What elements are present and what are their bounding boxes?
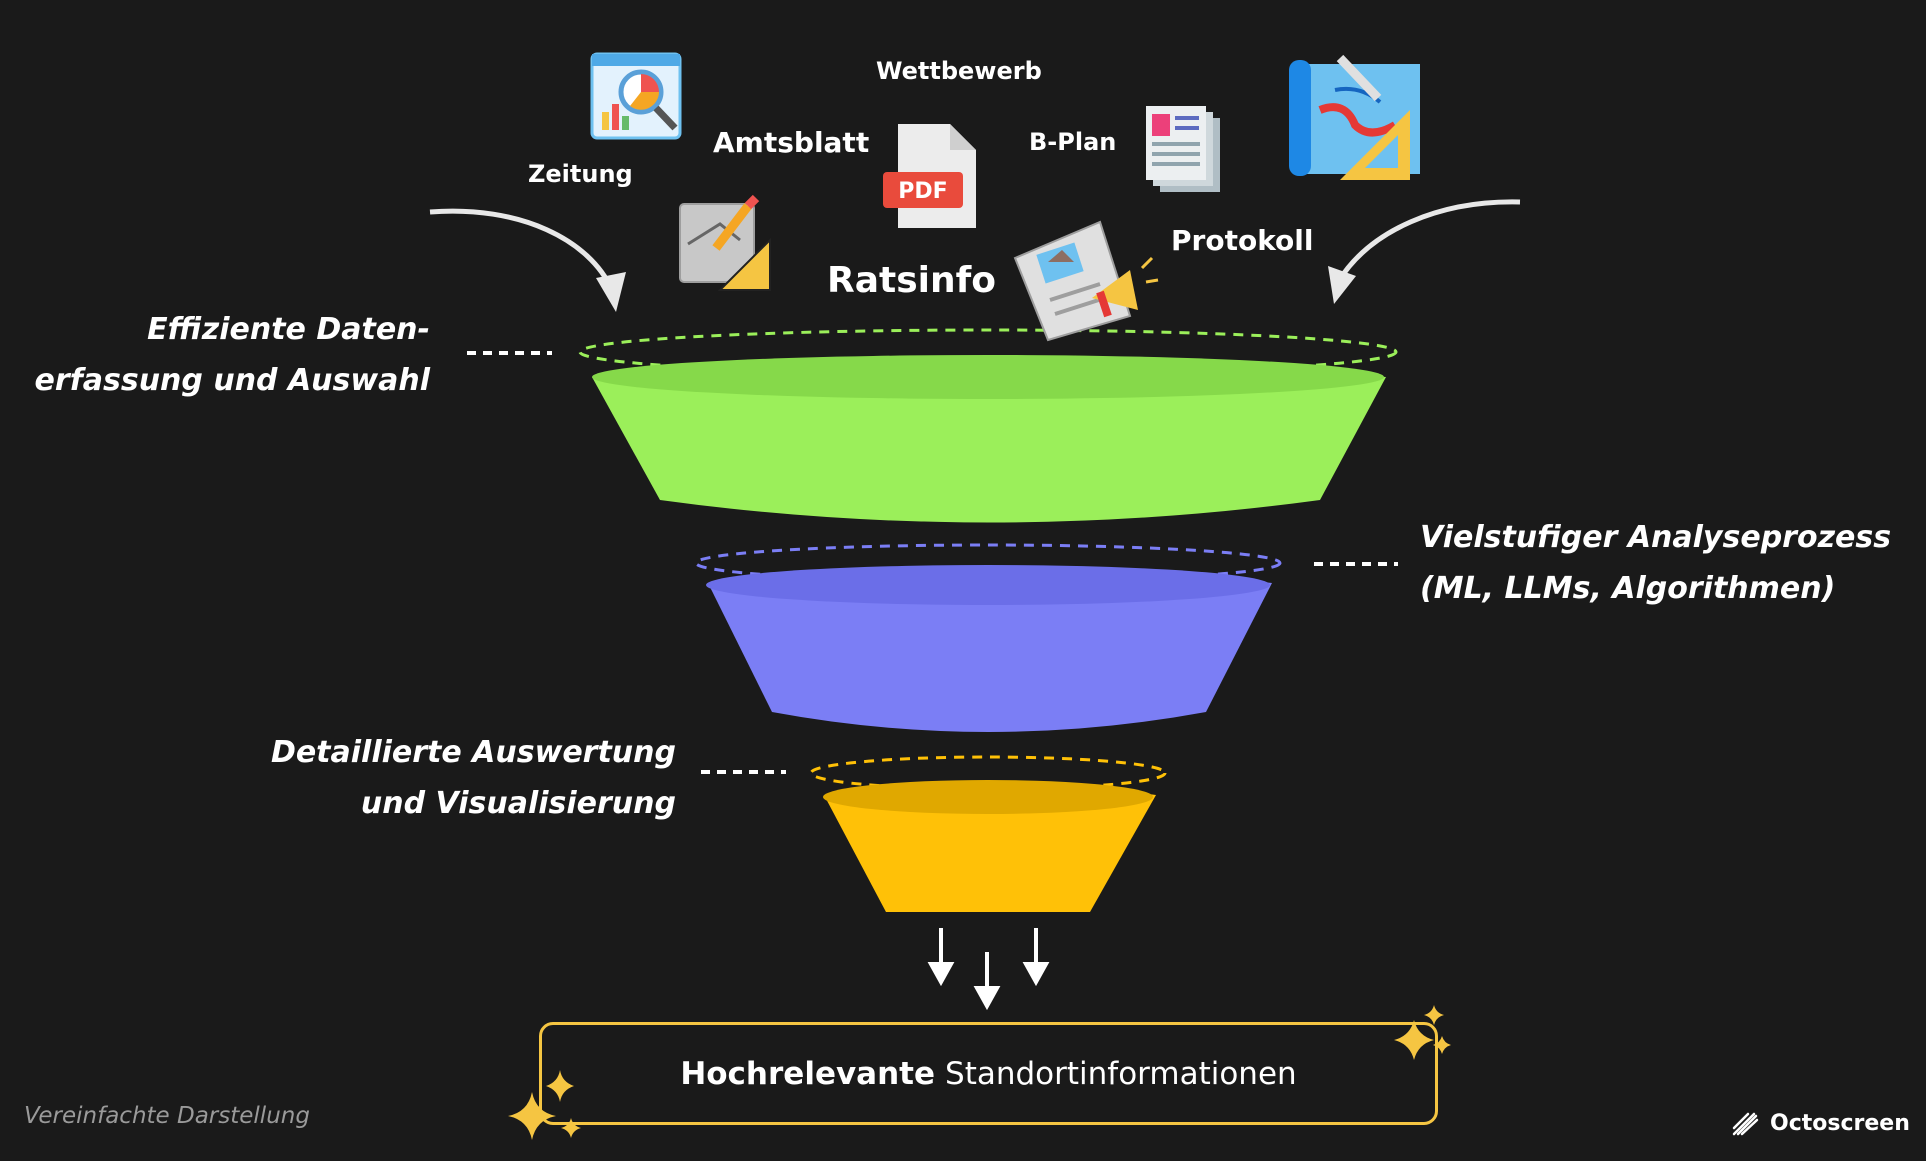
source-label-wettbewerb: Wettbewerb [876,57,1042,85]
source-label-protokoll: Protokoll [1171,224,1314,257]
sparkle-icons [508,1005,1451,1140]
pdf-document-icon: PDF [883,124,976,228]
stage-1-label: Effiziente Daten- erfassung und Auswahl [35,304,430,406]
funnel-stage-2 [694,543,1282,732]
result-bold-text: Hochrelevante [680,1055,936,1092]
result-box: Hochrelevante Standortinformationen [539,1022,1438,1125]
brand-logo: Octoscreen [1730,1108,1910,1138]
source-label-amtsblatt: Amtsblatt [713,126,870,159]
analytics-report-icon [590,52,682,140]
funnel-stage-3 [809,755,1167,912]
stage-2-label-line1: Vielstufiger Analyseprozess [1420,520,1892,555]
result-text: Standortinformationen [945,1055,1297,1092]
document-pages-icon [1146,106,1220,192]
blueprint-drawing-icon [679,194,771,291]
brand-name: Octoscreen [1770,1110,1910,1136]
output-arrows [927,928,1050,1011]
left-inflow-arrow [429,208,615,292]
right-inflow-arrow [1335,199,1521,284]
stage-2-label-line2: (ML, LLMs, Algorithmen) [1420,571,1836,606]
funnel-stage-1 [578,328,1398,523]
stage-1-label-line1: Effiziente Daten- [147,312,430,347]
stage-1-label-line2: erfassung und Auswahl [34,363,430,398]
source-label-bplan: B-Plan [1029,128,1117,156]
map-blueprint-icon [1289,54,1420,180]
newspaper-megaphone-icon [1013,220,1159,342]
source-label-zeitung: Zeitung [528,160,633,188]
footer-note: Vereinfachte Darstellung [24,1103,310,1129]
pdf-badge: PDF [898,179,947,204]
source-label-ratsinfo: Ratsinfo [827,260,997,301]
stage-3-label-line2: und Visualisierung [360,786,676,821]
octoscreen-logo-icon [1732,1112,1759,1136]
stage-3-label: Detaillierte Auswertung und Visualisieru… [271,727,676,829]
stage-2-label: Vielstufiger Analyseprozess (ML, LLMs, A… [1420,512,1891,614]
stage-3-label-line1: Detaillierte Auswertung [270,735,676,770]
